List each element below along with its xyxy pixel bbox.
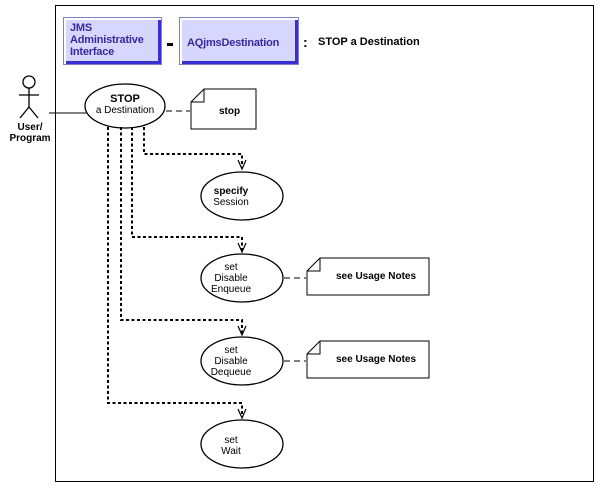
step-4-line2: Wait xyxy=(221,446,241,457)
interface-label-line3: Interface xyxy=(70,46,115,58)
actor-icon xyxy=(19,75,39,119)
step-4-line1: set xyxy=(224,435,238,446)
class-label: AQjmsDestination xyxy=(187,37,280,49)
step-2-line3: Enqueue xyxy=(210,284,252,295)
step-3-line1: set xyxy=(224,345,238,356)
dependency-connector xyxy=(107,127,243,417)
step-note-text: see Usage Notes xyxy=(336,354,417,365)
main-usecase-line2: a Destination xyxy=(95,105,155,116)
dependency-connector xyxy=(143,127,243,168)
step-label: set Wait xyxy=(201,435,261,457)
interface-label: JMS Administrative Interface xyxy=(70,22,144,58)
arrowhead-icon xyxy=(237,159,247,171)
main-note-text: stop xyxy=(219,106,241,117)
step-usecase-ellipse[interactable] xyxy=(200,419,284,469)
step-label: set Disable Enqueue xyxy=(201,262,261,295)
step-1-line1: specify xyxy=(213,186,249,197)
dependency-connector xyxy=(120,127,243,334)
step-2-line2: Disable xyxy=(214,273,248,284)
note-shape xyxy=(306,257,430,296)
step-label: specify Session xyxy=(201,186,261,208)
step-3-line3: Dequeue xyxy=(210,367,252,378)
note-fold-icon xyxy=(307,341,321,355)
note-fold-icon xyxy=(307,258,321,272)
main-usecase-label: STOP a Destination xyxy=(85,93,165,117)
interface-label-line1: JMS xyxy=(70,22,93,34)
main-usecase-ellipse[interactable] xyxy=(84,83,166,129)
separator-dash xyxy=(167,43,173,46)
note-shape xyxy=(306,340,430,379)
arrowhead-icon xyxy=(237,408,247,420)
step-usecase-ellipse[interactable] xyxy=(200,253,284,303)
header-colon: : xyxy=(303,34,308,50)
interface-label-line2: Administrative xyxy=(70,34,144,46)
main-usecase-line1: STOP xyxy=(110,93,140,105)
step-usecase-ellipse[interactable] xyxy=(200,336,284,386)
step-note-text: see Usage Notes xyxy=(336,271,417,282)
interface-box xyxy=(63,17,162,65)
class-box xyxy=(179,17,299,65)
step-3-line2: Disable xyxy=(214,356,248,367)
step-1-line2: Session xyxy=(213,197,249,208)
diagram-frame xyxy=(55,5,594,482)
arrowhead-icon xyxy=(237,242,247,254)
step-label: set Disable Dequeue xyxy=(201,345,261,378)
step-2-line1: set xyxy=(224,262,238,273)
actor-label: User/ Program xyxy=(2,122,58,144)
step-usecase-ellipse[interactable] xyxy=(200,171,284,221)
arrowhead-icon xyxy=(237,325,247,337)
main-note-shape xyxy=(190,88,257,130)
actor-label-line1: User/ xyxy=(17,122,43,133)
dependency-connector xyxy=(131,127,243,251)
diagram-title: STOP a Destination xyxy=(318,36,420,48)
actor-label-line2: Program xyxy=(9,133,51,144)
